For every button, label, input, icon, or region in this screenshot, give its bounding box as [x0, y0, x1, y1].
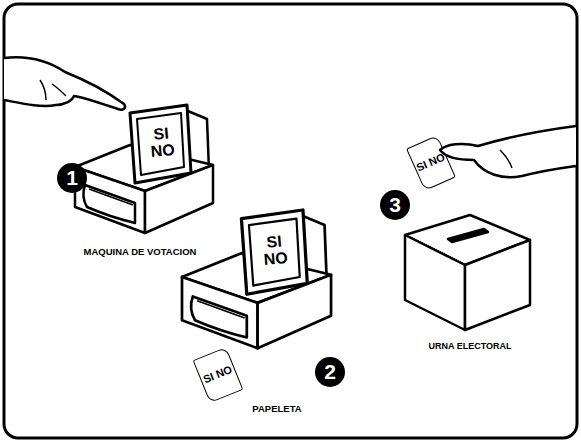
frame-border	[4, 4, 577, 438]
hand-crease	[500, 150, 512, 168]
ballot-option-text: SI NO	[259, 233, 292, 269]
callout-circle	[57, 163, 87, 193]
holding-hand	[440, 126, 576, 177]
voting-machine	[75, 105, 213, 233]
pointing-hand	[4, 57, 125, 109]
part-label: MAQUINA DE VOTACION	[84, 246, 197, 257]
voting-machine	[182, 210, 331, 348]
hand-crease	[40, 80, 66, 100]
voting-screen: SI NO	[144, 120, 180, 167]
voting-screen: SI NO	[256, 227, 294, 276]
callout-number: 2	[324, 360, 336, 384]
callout-circle	[380, 190, 410, 220]
callout-number: 3	[389, 193, 401, 217]
ballot-option-text: SI NO	[202, 364, 234, 386]
ballot-box: URNA ELECTORAL	[400, 205, 540, 357]
part-label: PAPELETA	[252, 403, 301, 414]
ballot-option-text: SI NO	[415, 152, 447, 175]
callout-circle	[315, 357, 345, 387]
box-heading: URNA ELECTORAL	[400, 341, 540, 351]
callout-number: 1	[66, 166, 78, 190]
ballot-option-text: SI NO	[146, 125, 179, 161]
ballot-box-outline	[400, 205, 540, 335]
